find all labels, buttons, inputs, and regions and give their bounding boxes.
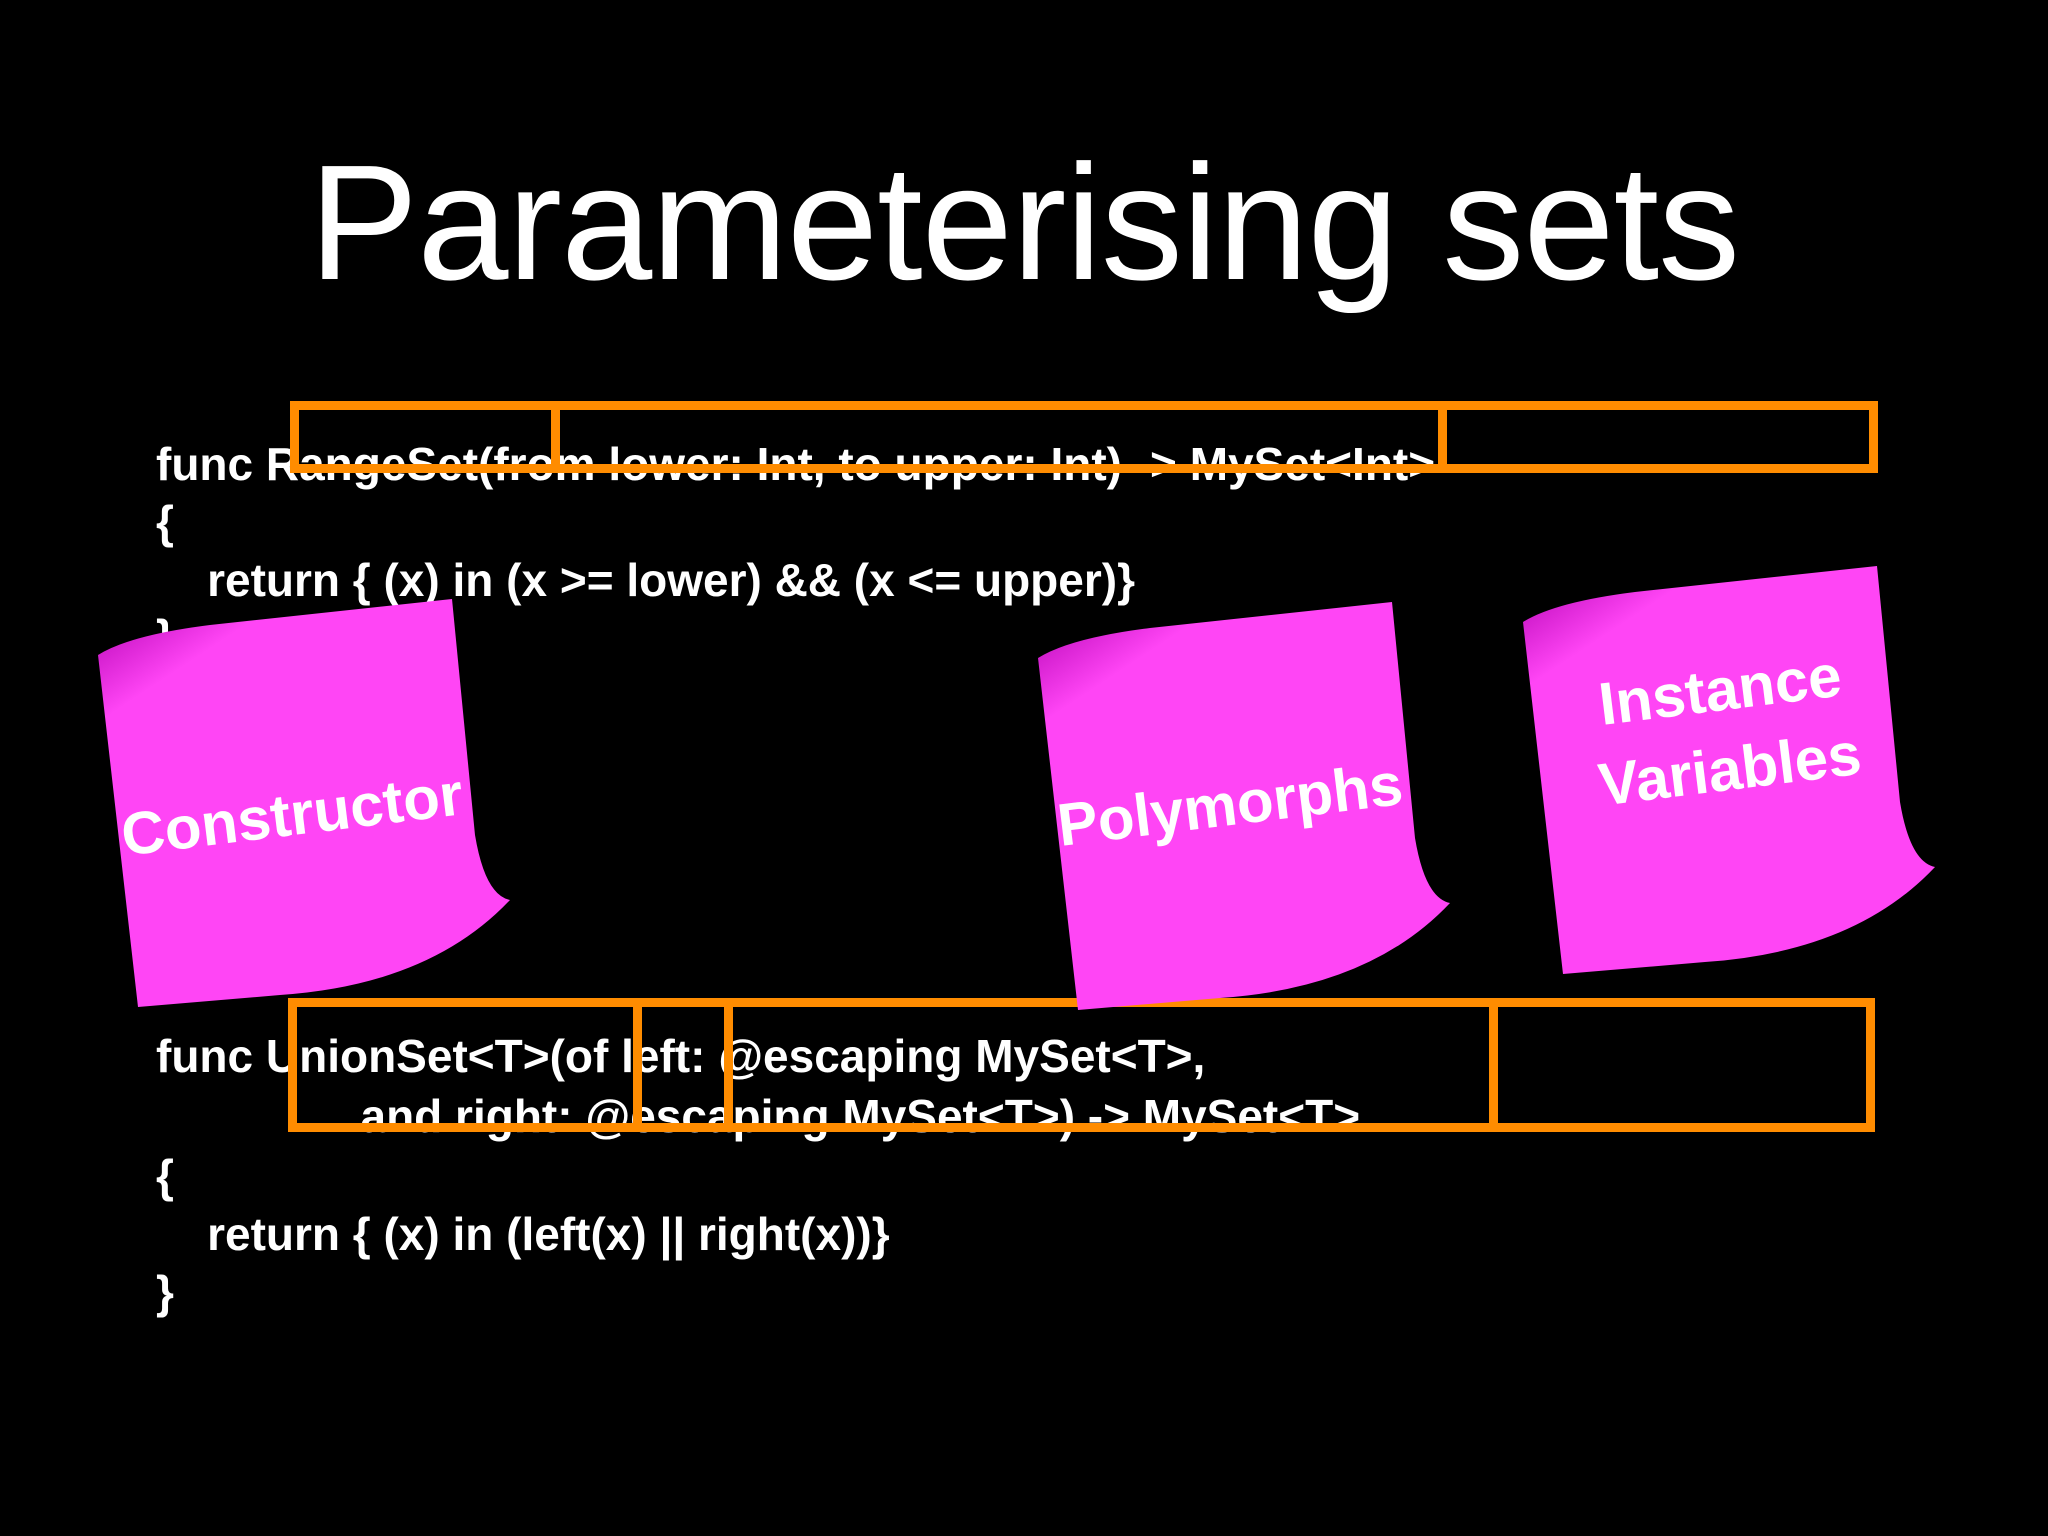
code-line: { [156,1150,174,1202]
highlight-box-generic-return-type [1489,998,1875,1132]
highlight-box-function-name [290,401,560,473]
sticky-note-constructor [98,599,510,1007]
code-line: and right: @escaping MySet<T>) -> MySet<… [156,1090,1361,1142]
slide-title: Parameterising sets [308,131,1740,314]
code-line: { [156,496,174,548]
highlight-box-generic-function-name [288,998,642,1132]
code-line: return { (x) in (left(x) || right(x))} [156,1208,890,1260]
code-line: } [156,1266,174,1318]
code-line: return { (x) in (x >= lower) && (x <= up… [156,554,1135,606]
highlight-box-label-left [633,998,733,1132]
sticky-note-instance-variables [1523,566,1935,974]
highlight-box-return-type [1438,401,1878,473]
highlight-box-parameters [551,401,1447,473]
sticky-note-polymorphs [1038,602,1450,1010]
highlight-box-escaping-parameters [724,998,1498,1132]
